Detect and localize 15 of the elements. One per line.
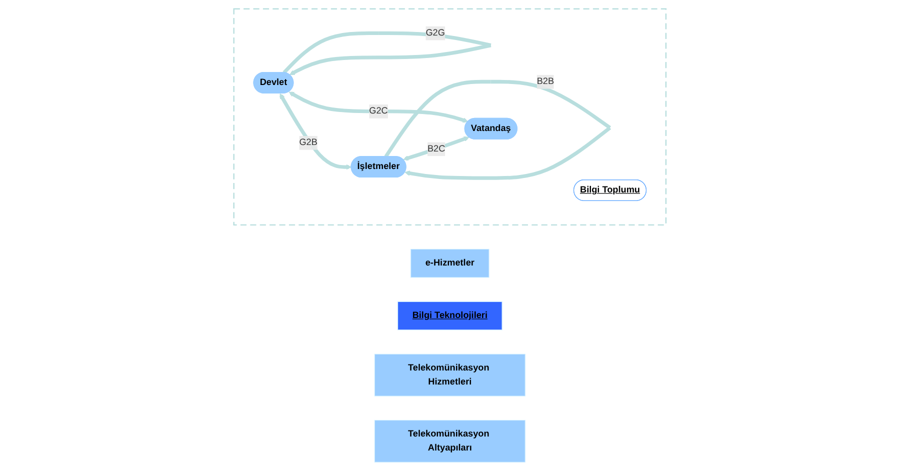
arrow bbox=[279, 93, 352, 170]
arrow bbox=[402, 136, 469, 161]
arrow bbox=[384, 80, 611, 180]
cluster bbox=[232, 8, 666, 226]
edge-label: G2B bbox=[298, 137, 318, 148]
node-box: Telekomünikasyon Hizmetleri bbox=[374, 354, 526, 396]
arrow bbox=[282, 31, 491, 76]
edge-label: B2C bbox=[427, 143, 445, 154]
node-box: Telekomünikasyon Altyapıları bbox=[374, 420, 526, 462]
node-box: Bilgi Teknolojileri bbox=[397, 301, 502, 330]
arrow bbox=[288, 91, 468, 123]
node-box: e-Hizmetler bbox=[410, 248, 489, 278]
edge-label: B2B bbox=[536, 76, 554, 86]
edge-label: G2G bbox=[425, 28, 445, 38]
edge-label: G2C bbox=[368, 106, 388, 116]
